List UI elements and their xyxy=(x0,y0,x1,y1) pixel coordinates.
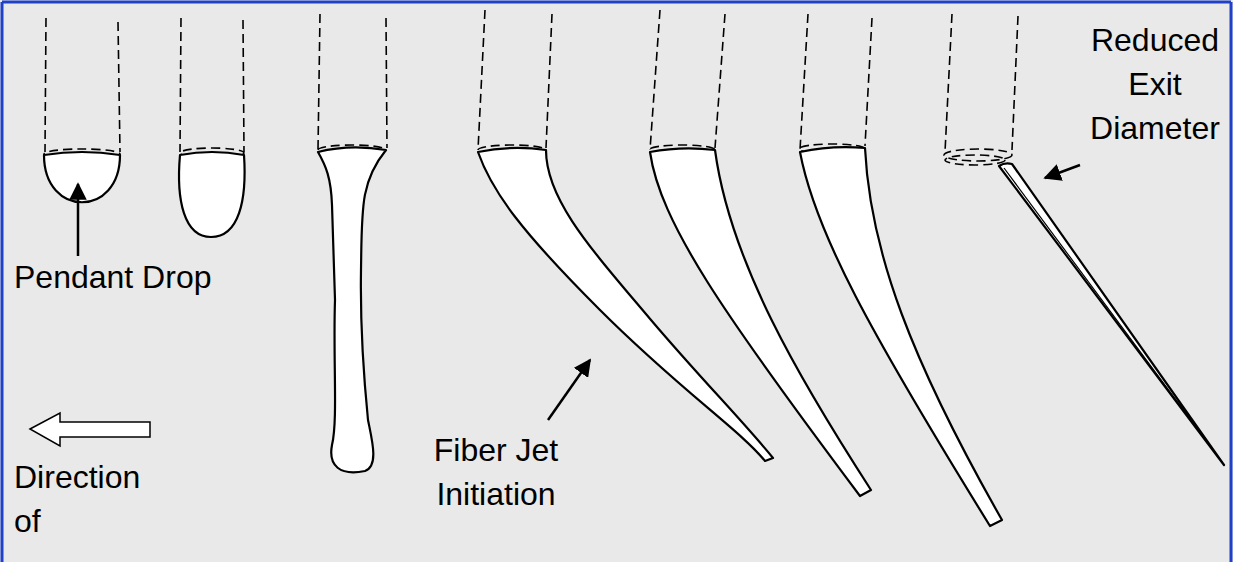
callout-label: Fiber Jet Initiation xyxy=(418,428,574,516)
direction-label: Direction of xyxy=(14,455,164,543)
direction-arrow xyxy=(30,413,150,446)
nozzle xyxy=(44,10,1018,165)
callout-label: Reduced Exit Diameter xyxy=(1082,18,1228,150)
leader-arrow xyxy=(78,165,1080,420)
callout-label: Pendant Drop xyxy=(14,255,334,299)
fluid-stage xyxy=(44,147,1224,526)
